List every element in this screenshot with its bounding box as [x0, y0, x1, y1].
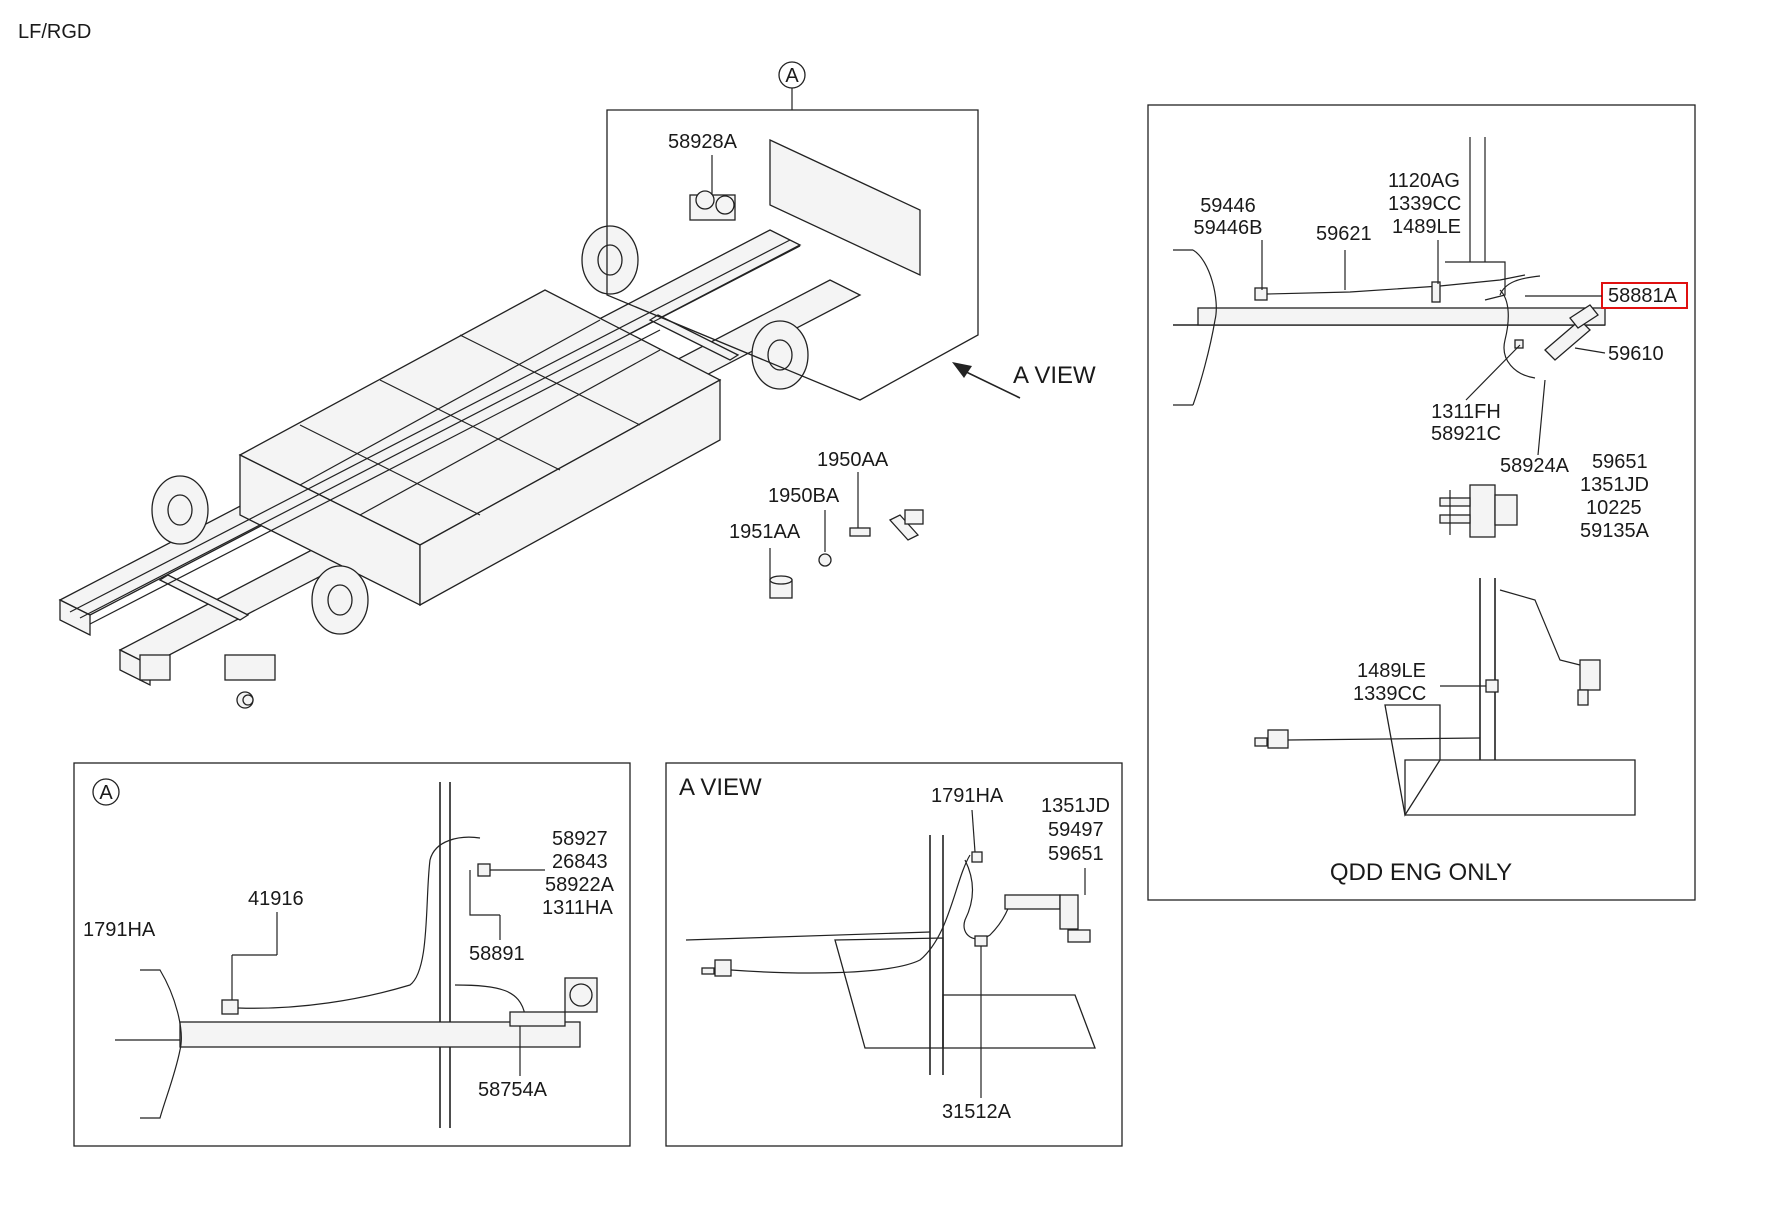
a-view-panel	[665, 762, 1123, 1147]
label-59446B: 59446B	[1194, 217, 1263, 239]
label-31512A: 31512A	[942, 1101, 1012, 1123]
label-59497: 59497	[1048, 819, 1104, 841]
model-code: LF/RGD	[18, 21, 91, 43]
a-view-arrow-head	[952, 362, 972, 378]
label-58881A: 58881A	[1608, 285, 1678, 307]
detail-a-panel	[73, 762, 631, 1147]
label-59135A: 59135A	[1580, 520, 1650, 542]
label-1311HA: 1311HA	[542, 897, 613, 919]
panel-a-label: A	[99, 782, 113, 804]
panel-a-circle	[92, 778, 120, 806]
label-58922A: 58922A	[545, 874, 615, 896]
label-41916: 41916	[248, 888, 304, 910]
qdd-panel	[1147, 104, 1696, 901]
label-59651-right: 59651	[1592, 451, 1648, 473]
label-26843: 26843	[552, 851, 608, 873]
label-1489LE-right: 1489LE	[1392, 216, 1461, 238]
label-1351JD-right: 1351JD	[1580, 474, 1649, 496]
callout-a-label: A	[785, 65, 799, 87]
label-1950AA: 1950AA	[817, 449, 889, 471]
label-1791HA-a: 1791HA	[83, 919, 156, 941]
a-view-arrow-label: A VIEW	[1013, 362, 1096, 389]
label-10225: 10225	[1586, 497, 1642, 519]
label-58891: 58891	[469, 943, 525, 965]
label-1351JD-view: 1351JD	[1041, 795, 1110, 817]
detail-a-drawing	[115, 782, 598, 1128]
label-58754A: 58754A	[478, 1079, 548, 1101]
label-59651-view: 59651	[1048, 843, 1104, 865]
label-1950BA: 1950BA	[768, 485, 840, 507]
a-view-drawing	[685, 835, 1096, 1075]
label-59621: 59621	[1316, 223, 1372, 245]
label-59610: 59610	[1608, 343, 1664, 365]
label-58921C: 58921C	[1431, 423, 1501, 445]
label-1339CC-right: 1339CC	[1388, 193, 1461, 215]
fittings-cluster	[769, 509, 924, 599]
qdd-connector-part	[1439, 484, 1518, 538]
label-1791HA-view: 1791HA	[931, 785, 1004, 807]
a-view-panel-title: A VIEW	[679, 774, 762, 801]
label-1489LE-qdd: 1489LE	[1357, 660, 1426, 682]
label-58924A: 58924A	[1500, 455, 1570, 477]
qdd-note: QDD ENG ONLY	[1330, 859, 1512, 886]
label-58928A: 58928A	[668, 131, 738, 153]
label-59446: 59446	[1200, 195, 1256, 217]
label-1311FH: 1311FH	[1431, 401, 1501, 423]
detail-a-box	[606, 109, 979, 401]
qdd-upper-drawing	[1173, 137, 1606, 406]
qdd-lower-drawing	[1254, 578, 1636, 817]
label-1339CC-qdd: 1339CC	[1353, 683, 1426, 705]
label-58927: 58927	[552, 828, 608, 850]
label-1120AG: 1120AG	[1388, 170, 1460, 192]
label-1951AA: 1951AA	[729, 521, 801, 543]
chassis-drawing	[58, 138, 921, 709]
